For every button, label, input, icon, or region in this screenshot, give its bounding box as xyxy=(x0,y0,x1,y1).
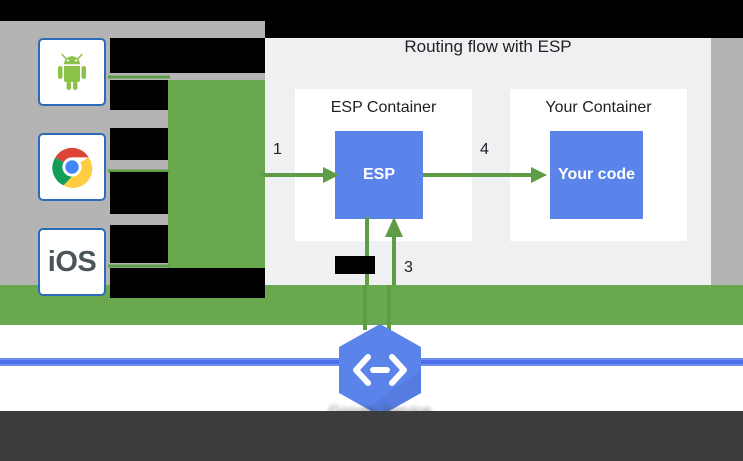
client-connector-ios xyxy=(108,264,170,268)
redaction-block-7 xyxy=(335,256,375,274)
esp-box: ESP xyxy=(335,131,423,219)
code-brackets-hexagon-icon xyxy=(339,324,421,416)
redaction-block-1 xyxy=(110,38,265,73)
esp-container-title: ESP Container xyxy=(330,99,437,116)
routing-flow-panel: Routing flow with ESP ESP Container Your… xyxy=(261,21,711,312)
chrome-icon xyxy=(52,147,93,188)
arrow-step-2-extension xyxy=(363,285,367,330)
redaction-block-6 xyxy=(110,268,265,298)
right-gray-strip xyxy=(711,21,743,285)
redaction-block-2 xyxy=(110,80,168,110)
your-code-label: Your code xyxy=(557,166,636,183)
step-number-1: 1 xyxy=(273,141,282,158)
redaction-block-top xyxy=(265,21,743,38)
client-connector-chrome xyxy=(108,169,170,173)
step-number-3: 3 xyxy=(404,259,413,276)
android-icon xyxy=(58,53,86,90)
client-card-chrome[interactable] xyxy=(38,133,106,201)
redaction-block-4 xyxy=(110,172,168,214)
arrow-step-1 xyxy=(261,167,339,183)
google-service-control-logo xyxy=(336,322,424,418)
arrow-step-4 xyxy=(423,167,547,183)
green-left-block xyxy=(168,80,265,285)
bottom-dark-overlay xyxy=(0,411,743,461)
your-container-title: Your Container xyxy=(545,99,652,116)
page-title: Routing flow with ESP xyxy=(404,37,572,56)
arrow-step-3-extension xyxy=(387,285,391,330)
redaction-block-5 xyxy=(110,225,168,263)
top-black-bar xyxy=(0,0,743,21)
client-card-ios[interactable]: iOS xyxy=(38,228,106,296)
step-number-4: 4 xyxy=(480,141,489,158)
redaction-block-3 xyxy=(110,128,168,160)
ios-label: iOS xyxy=(47,245,97,278)
client-card-android[interactable] xyxy=(38,38,106,106)
your-code-box: Your code xyxy=(550,131,643,219)
client-connector-android xyxy=(108,75,170,79)
